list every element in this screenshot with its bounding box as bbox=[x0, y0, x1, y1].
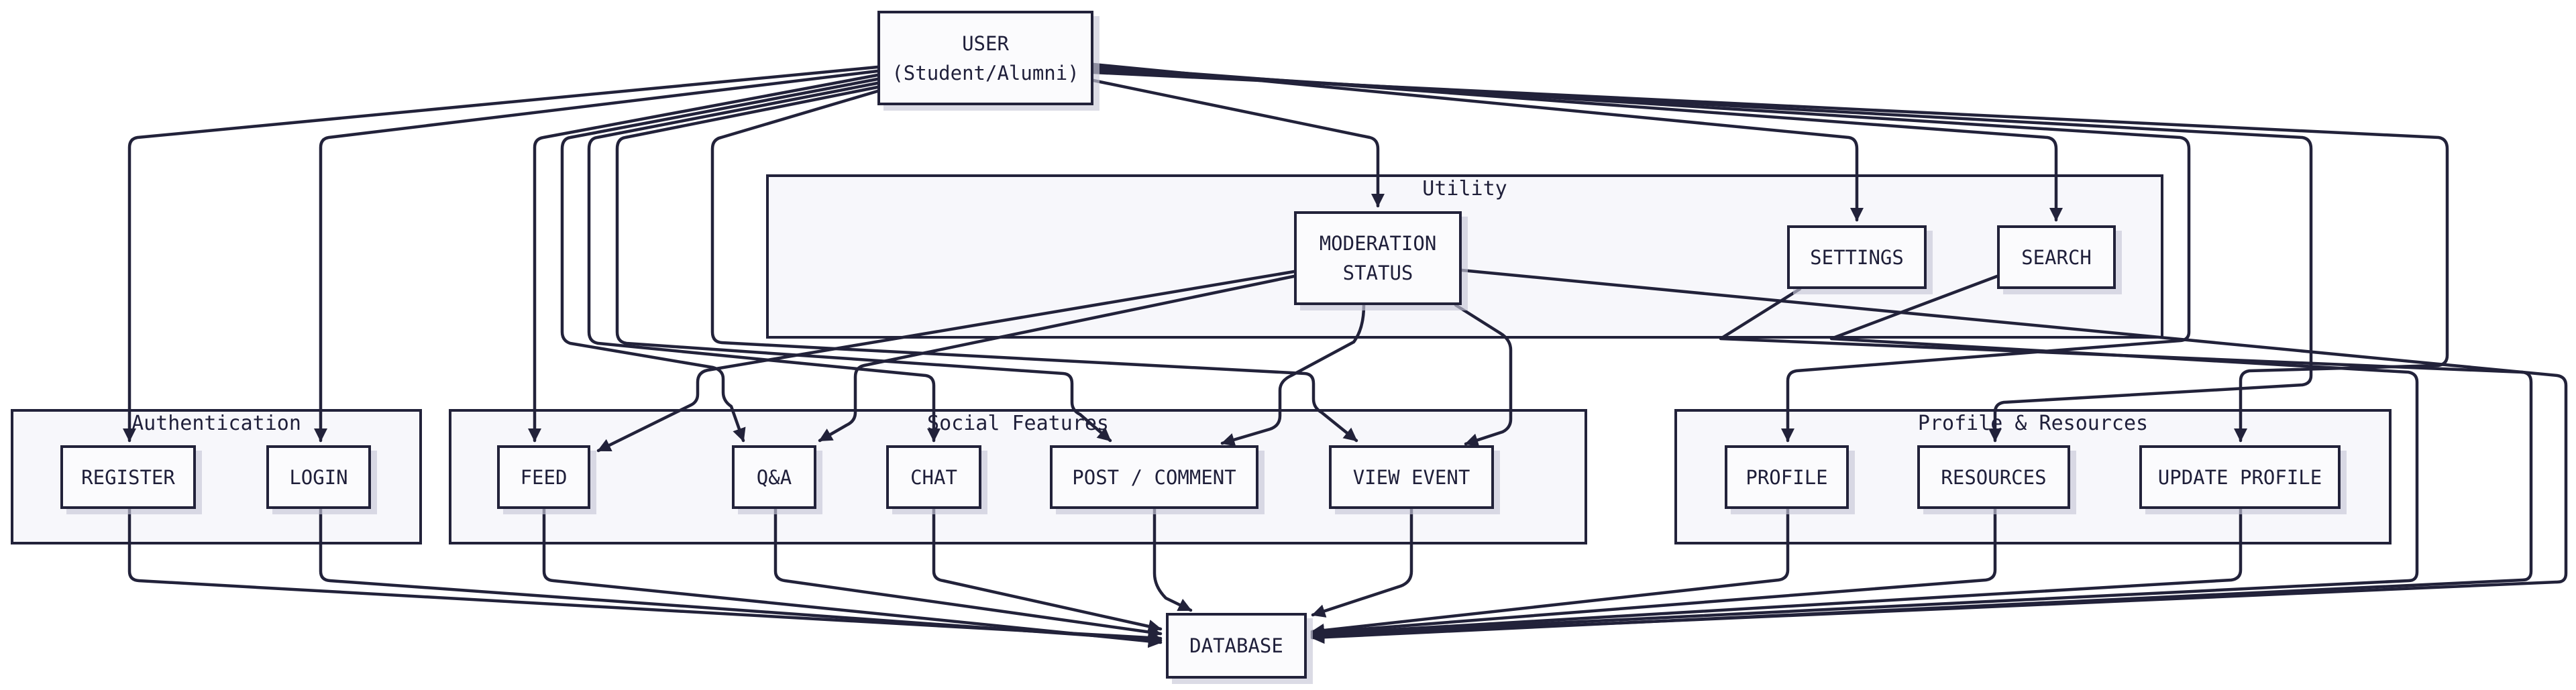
login-node: LOGIN bbox=[266, 445, 371, 509]
database-node-label: DATABASE bbox=[1189, 634, 1283, 657]
moderation-status-node: MODERATION STATUS bbox=[1294, 211, 1462, 305]
chat-node: CHAT bbox=[886, 445, 981, 509]
login-node-label: LOGIN bbox=[289, 465, 348, 489]
update-profile-node-label: UPDATE PROFILE bbox=[2157, 465, 2322, 489]
feed-node-label: FEED bbox=[520, 465, 568, 489]
profile-node: PROFILE bbox=[1725, 445, 1849, 509]
user-node-line1: USER bbox=[962, 32, 1009, 55]
moderation-node-line1: MODERATION bbox=[1319, 232, 1437, 255]
group-authentication-label: Authentication bbox=[131, 412, 301, 435]
group-utility: Utility bbox=[766, 174, 2163, 339]
group-profile-resources-label: Profile & Resources bbox=[1917, 412, 2149, 435]
profile-node-label: PROFILE bbox=[1746, 465, 1828, 489]
register-node: REGISTER bbox=[60, 445, 196, 509]
resources-node-label: RESOURCES bbox=[1941, 465, 2047, 489]
view-event-node-label: VIEW EVENT bbox=[1352, 465, 1470, 489]
view-event-node: VIEW EVENT bbox=[1329, 445, 1494, 509]
group-social-features-label: Social Features bbox=[927, 412, 1109, 435]
feed-node: FEED bbox=[497, 445, 590, 509]
settings-node: SETTINGS bbox=[1787, 225, 1927, 289]
group-utility-label: Utility bbox=[1422, 177, 1507, 200]
moderation-node-line2: STATUS bbox=[1342, 262, 1413, 284]
update-profile-node: UPDATE PROFILE bbox=[2139, 445, 2341, 509]
edge-user-register bbox=[122, 65, 879, 443]
user-node: USER (Student/Alumni) bbox=[877, 11, 1093, 105]
resources-node: RESOURCES bbox=[1917, 445, 2070, 509]
post-comment-node: POST / COMMENT bbox=[1050, 445, 1258, 509]
chat-node-label: CHAT bbox=[910, 465, 957, 489]
user-node-line2: (Student/Alumni) bbox=[892, 61, 1079, 84]
database-node: DATABASE bbox=[1166, 613, 1307, 679]
search-node: SEARCH bbox=[1997, 225, 2116, 289]
register-node-label: REGISTER bbox=[81, 465, 175, 489]
qa-node-label: Q&A bbox=[756, 465, 792, 489]
qa-node: Q&A bbox=[732, 445, 816, 509]
search-node-label: SEARCH bbox=[2021, 245, 2092, 269]
post-comment-node-label: POST / COMMENT bbox=[1072, 465, 1236, 489]
settings-node-label: SETTINGS bbox=[1810, 245, 1904, 269]
